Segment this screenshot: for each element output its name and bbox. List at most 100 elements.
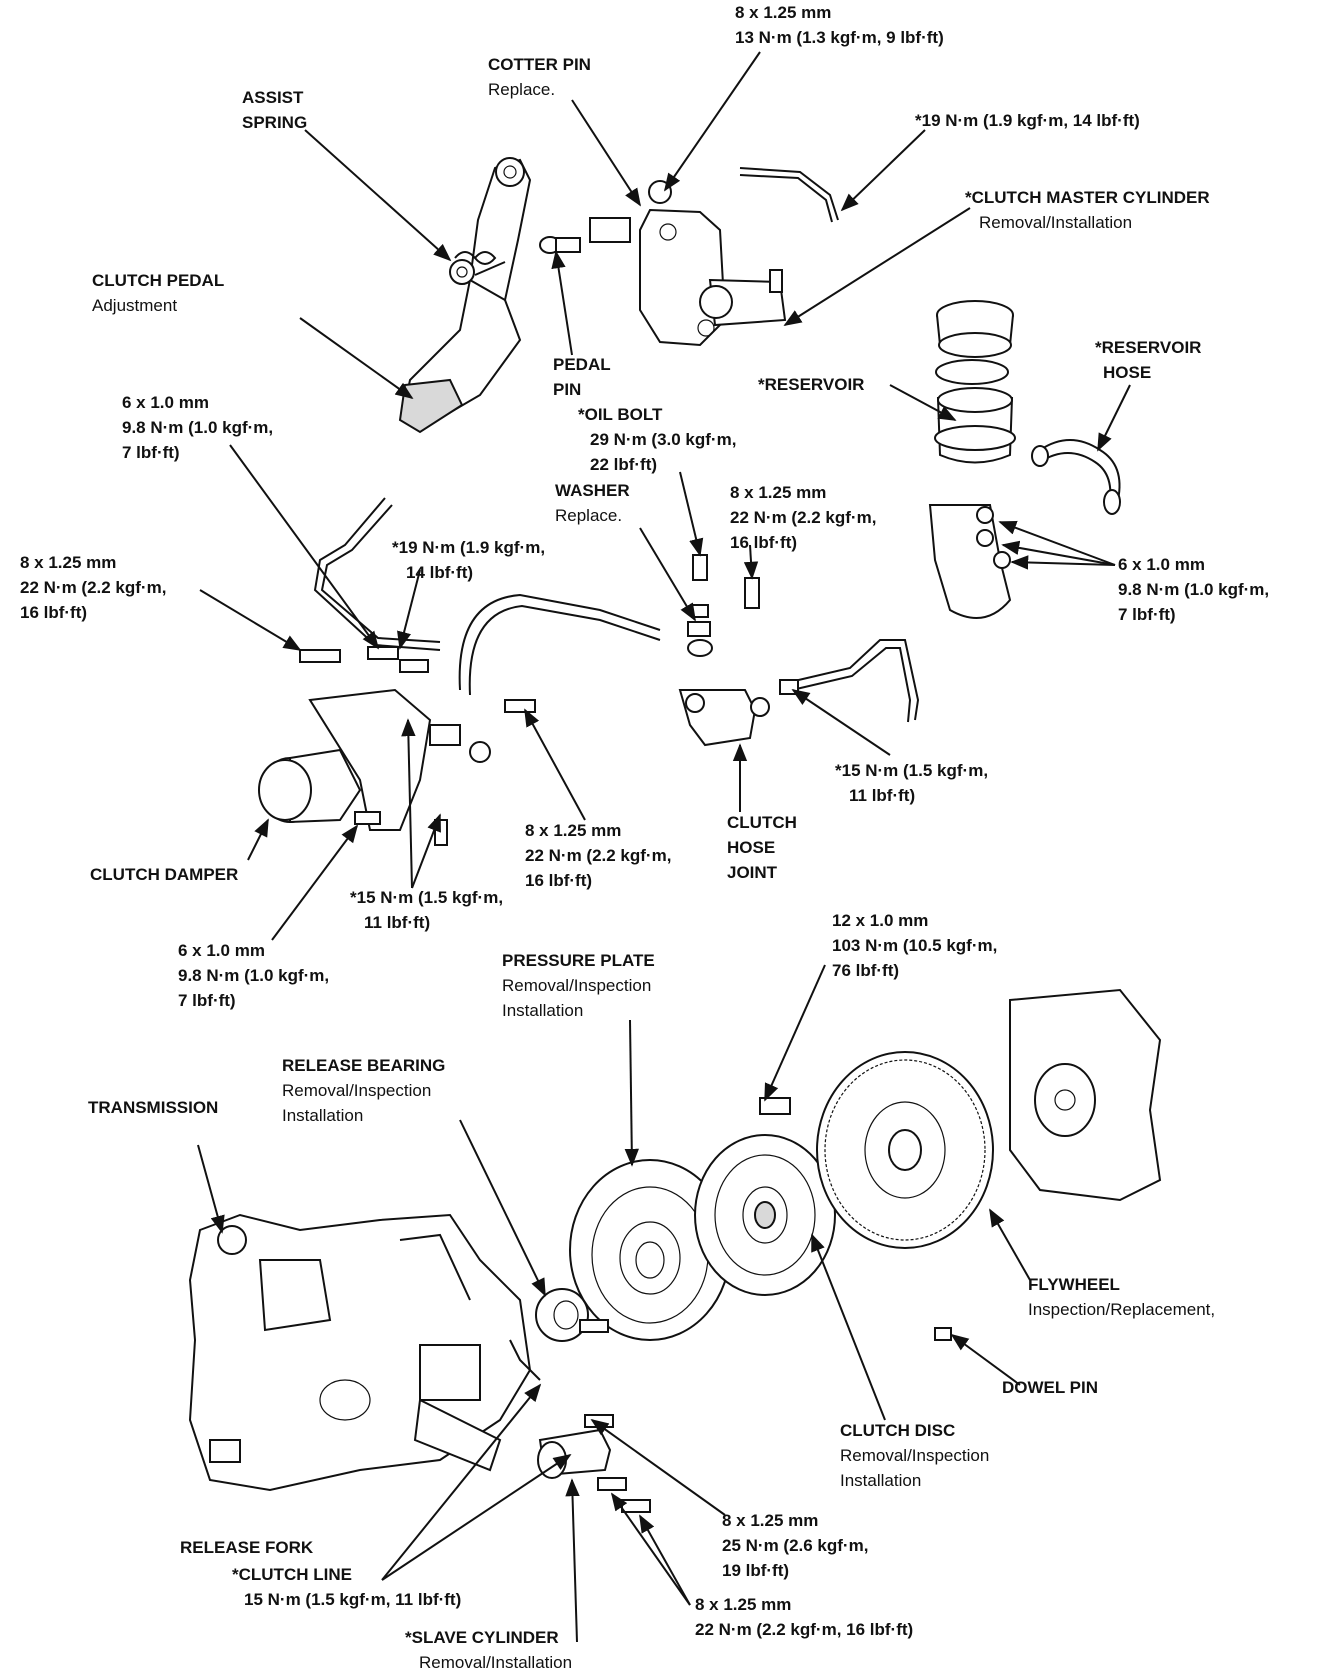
spec-line: 6 x 1.0 mm	[1118, 555, 1205, 574]
left-bolt-spec: 8 x 1.25 mm 22 N·m (2.2 kgf·m, 16 lbf·ft…	[20, 550, 166, 625]
spec-line: 25 N·m (2.6 kgf·m,	[722, 1536, 869, 1555]
spec-line: 9.8 N·m (1.0 kgf·m,	[178, 966, 330, 985]
assist-spring-label: ASSIST SPRING	[242, 85, 307, 135]
label-sub: Installation	[840, 1471, 922, 1490]
pedal-pin-drawing	[539, 236, 581, 254]
spec-line: 8 x 1.25 mm	[695, 1595, 792, 1614]
flywheel-drawing	[759, 1051, 994, 1341]
spec-line: 11 lbf·ft)	[849, 786, 916, 805]
pressure-plate-label: PRESSURE PLATE Removal/Inspection Instal…	[502, 948, 655, 1023]
label-line: *RESERVOIR	[1095, 338, 1202, 357]
label-sub: Replace.	[555, 506, 623, 525]
label-sub: Removal/Inspection	[840, 1446, 990, 1465]
label-sub: Removal/Installation	[979, 213, 1133, 232]
washer-label: WASHER Replace.	[555, 478, 630, 528]
spec-line: 6 x 1.0 mm	[178, 941, 265, 960]
spec-line: 19 lbf·ft)	[722, 1561, 790, 1580]
label-sub: Replace.	[488, 80, 556, 99]
spec-line: 76 lbf·ft)	[832, 961, 900, 980]
spec-line: *15 N·m (1.5 kgf·m,	[835, 761, 989, 780]
top-bolt-spec: 8 x 1.25 mm 13 N·m (1.3 kgf·m, 9 lbf·ft)	[735, 0, 944, 50]
spec-line: 16 lbf·ft)	[20, 603, 88, 622]
clutch-damper-label: CLUTCH DAMPER	[90, 862, 238, 887]
spec-line: 9.8 N·m (1.0 kgf·m,	[122, 418, 274, 437]
spec-line: 22 N·m (2.2 kgf·m,	[525, 846, 672, 865]
line-torque-left-spec: *15 N·m (1.5 kgf·m, 11 lbf·ft)	[350, 885, 503, 935]
label-sub: Removal/Installation	[419, 1653, 573, 1672]
line-torque-right-spec: *15 N·m (1.5 kgf·m, 11 lbf·ft)	[835, 758, 988, 808]
label-line: CLUTCH	[727, 813, 797, 832]
label-line: JOINT	[727, 863, 778, 882]
clutch-pedal-drawing	[398, 157, 532, 434]
reservoir-label: *RESERVOIR	[758, 372, 864, 397]
spec-line: 22 N·m (2.2 kgf·m,	[20, 578, 167, 597]
spec-line: 13 N·m (1.3 kgf·m, 9 lbf·ft)	[735, 28, 944, 47]
flywheel-bolt-spec: 12 x 1.0 mm 103 N·m (10.5 kgf·m, 76 lbf·…	[832, 908, 997, 983]
label-title: *RESERVOIR	[758, 375, 865, 394]
spec-line: 12 x 1.0 mm	[832, 911, 929, 930]
pedal-bolt-spec: 6 x 1.0 mm 9.8 N·m (1.0 kgf·m, 7 lbf·ft)	[122, 390, 273, 465]
master-cylinder-label: *CLUTCH MASTER CYLINDER Removal/Installa…	[965, 185, 1210, 235]
label-line: PIN	[553, 380, 582, 399]
reservoir-hose-label: *RESERVOIR HOSE	[1095, 335, 1201, 385]
label-title: *CLUTCH MASTER CYLINDER	[965, 188, 1210, 207]
label-line: HOSE	[727, 838, 776, 857]
label-title: WASHER	[555, 481, 630, 500]
spec-line: 6 x 1.0 mm	[122, 393, 209, 412]
damper-torque-spec: *19 N·m (1.9 kgf·m, 14 lbf·ft)	[392, 535, 545, 585]
label-line: ASSIST	[242, 88, 304, 107]
bolts-middle-drawing	[299, 646, 536, 846]
transmission-drawing	[188, 1213, 532, 1492]
pedal-pin-label: PEDAL PIN	[553, 352, 611, 402]
spec-line: *19 N·m (1.9 kgf·m,	[392, 538, 546, 557]
clutch-hose-joint-drawing	[678, 554, 799, 747]
label-title: RELEASE BEARING	[282, 1056, 446, 1075]
label-title: RELEASE FORK	[180, 1538, 314, 1557]
reservoir-bolt-spec: 6 x 1.0 mm 9.8 N·m (1.0 kgf·m, 7 lbf·ft)	[1118, 552, 1269, 627]
clutch-hose-joint-label: CLUTCH HOSE JOINT	[727, 810, 797, 885]
spec-line: 15 N·m (1.5 kgf·m, 11 lbf·ft)	[244, 1590, 462, 1609]
spec-line: 9.8 N·m (1.0 kgf·m,	[1118, 580, 1270, 599]
clutch-damper-drawing	[258, 688, 491, 831]
spec-line: 16 lbf·ft)	[525, 871, 593, 890]
spec-line: 16 lbf·ft)	[730, 533, 798, 552]
master-cylinder-drawing	[589, 167, 839, 347]
master-cylinder-torque: *19 N·m (1.9 kgf·m, 14 lbf·ft)	[915, 108, 1140, 133]
flywheel-label: FLYWHEEL Inspection/Replacement,	[1028, 1272, 1215, 1322]
hose-joint-bolt-spec: 8 x 1.25 mm 22 N·m (2.2 kgf·m, 16 lbf·ft…	[730, 480, 876, 555]
reservoir-drawing	[928, 300, 1121, 619]
spec-line: *15 N·m (1.5 kgf·m,	[350, 888, 504, 907]
label-line: PEDAL	[553, 355, 611, 374]
slave-bolt-lower-spec: 8 x 1.25 mm 22 N·m (2.2 kgf·m, 16 lbf·ft…	[695, 1592, 913, 1642]
label-title: CLUTCH DISC	[840, 1421, 956, 1440]
leader-lines	[197, 51, 1131, 1643]
label-sub: Installation	[502, 1001, 584, 1020]
spec-line: 8 x 1.25 mm	[722, 1511, 819, 1530]
damper-bolt-spec: 6 x 1.0 mm 9.8 N·m (1.0 kgf·m, 7 lbf·ft)	[178, 938, 329, 1013]
spec-line: 7 lbf·ft)	[1118, 605, 1176, 624]
spec-line: 7 lbf·ft)	[122, 443, 180, 462]
cotter-pin-label: COTTER PIN Replace.	[488, 52, 591, 102]
label-sub: Inspection/Replacement,	[1028, 1300, 1216, 1319]
engine-block-drawing	[1009, 988, 1162, 1202]
label-title: PRESSURE PLATE	[502, 951, 655, 970]
spec-line: 29 N·m (3.0 kgf·m,	[590, 430, 737, 449]
slave-cylinder-label: *SLAVE CYLINDER Removal/Installation	[405, 1625, 572, 1675]
spec-line: 22 N·m (2.2 kgf·m,	[730, 508, 877, 527]
release-fork-label: RELEASE FORK	[180, 1535, 313, 1560]
label-title: CLUTCH PEDAL	[92, 271, 225, 290]
spec-line: 22 N·m (2.2 kgf·m, 16 lbf·ft)	[695, 1620, 914, 1639]
hydraulic-lines-drawing	[313, 497, 920, 723]
label-title: TRANSMISSION	[88, 1098, 219, 1117]
clutch-disc-drawing	[694, 1134, 836, 1296]
label-line: HOSE	[1103, 363, 1152, 382]
clutch-disc-label: CLUTCH DISC Removal/Inspection Installat…	[840, 1418, 989, 1493]
release-bearing-label: RELEASE BEARING Removal/Inspection Insta…	[282, 1053, 445, 1128]
label-title: DOWEL PIN	[1002, 1378, 1099, 1397]
label-title: *CLUTCH LINE	[232, 1565, 352, 1584]
spec-line: *19 N·m (1.9 kgf·m, 14 lbf·ft)	[915, 111, 1140, 130]
label-line: SPRING	[242, 113, 308, 132]
label-sub: Removal/Inspection	[502, 976, 652, 995]
slave-bolt-upper-spec: 8 x 1.25 mm 25 N·m (2.6 kgf·m, 19 lbf·ft…	[722, 1508, 868, 1583]
transmission-label: TRANSMISSION	[88, 1095, 218, 1120]
